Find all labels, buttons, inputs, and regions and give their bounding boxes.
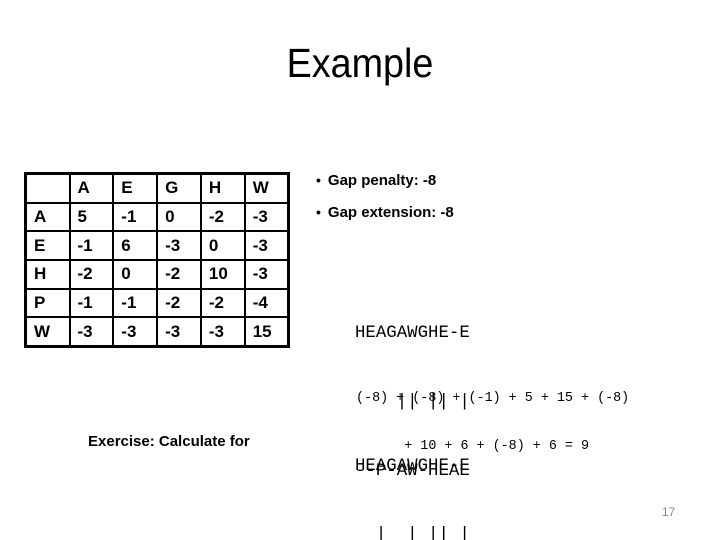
- bullet-icon: •: [316, 172, 321, 188]
- bullet-item: • Gap extension: -8: [316, 204, 454, 222]
- matrix-row-label: E: [24, 230, 71, 261]
- matrix-cell: -1: [68, 230, 115, 261]
- matrix-cell: -3: [156, 316, 202, 348]
- matrix-header-cell: W: [243, 172, 290, 204]
- matrix-header-row: A E G H W: [24, 172, 290, 204]
- matrix-cell: 15: [243, 316, 290, 348]
- score-line-1: (-8) + (-8) + (-1) + 5 + 15 + (-8): [356, 391, 630, 406]
- matrix-cell: -2: [199, 201, 246, 233]
- matrix-cell: -1: [112, 201, 159, 233]
- alignment1-sequence-bottom: --P-AW-HEAE: [355, 462, 470, 481]
- matrix-row: W -3 -3 -3 -3 15: [24, 316, 290, 348]
- bullet-list: • Gap penalty: -8 • Gap extension: -8: [316, 172, 454, 236]
- matrix-cell: -3: [156, 230, 202, 261]
- slide-title: Example: [286, 40, 434, 86]
- matrix-row-label: H: [24, 258, 71, 290]
- score-calculation: (-8) + (-8) + (-1) + 5 + 15 + (-8) + 10 …: [356, 359, 629, 487]
- matrix-cell: -2: [68, 258, 115, 290]
- matrix-header-cell: A: [68, 172, 115, 204]
- bullet-label: Gap extension: -8: [327, 204, 454, 221]
- matrix-header-cell: G: [156, 172, 202, 204]
- matrix-cell: -2: [156, 287, 202, 319]
- matrix-header-cell: E: [112, 172, 159, 204]
- alignment-block-1: HEAGAWGHE-E || || | --P-AW-HEAE: [355, 276, 470, 529]
- matrix-cell: 0: [112, 258, 159, 290]
- matrix-cell: 0: [199, 230, 246, 261]
- matrix-cell: -3: [112, 316, 159, 348]
- matrix-row: E -1 6 -3 0 -3: [24, 230, 290, 261]
- alignment1-sequence-top: HEAGAWGHE-E: [355, 324, 470, 343]
- substitution-matrix-table: A E G H W A 5 -1 0 -2 -3 E -1 6 -3 0 -3: [24, 172, 290, 348]
- matrix-cell: 10: [199, 258, 246, 290]
- bullet-item: • Gap penalty: -8: [316, 172, 454, 190]
- matrix-row-label: P: [24, 287, 71, 319]
- matrix-corner-cell: [24, 172, 71, 204]
- bullet-label: Gap penalty: -8: [327, 172, 437, 189]
- matrix-row-label: W: [24, 316, 71, 348]
- matrix-row: H -2 0 -2 10 -3: [24, 258, 290, 290]
- matrix-cell: -2: [199, 287, 246, 319]
- alignment-block-2: HEAGAWGHE-E | | || | P-A--W-HEAE: [355, 409, 470, 540]
- matrix-row: P -1 -1 -2 -2 -4: [24, 287, 290, 319]
- matrix-cell: -4: [243, 287, 290, 319]
- matrix-cell: -1: [112, 287, 159, 319]
- matrix-cell: -3: [199, 316, 246, 348]
- matrix-cell: -3: [243, 230, 290, 261]
- alignment1-match-bars: || || |: [355, 393, 470, 412]
- matrix-row: A 5 -1 0 -2 -3: [24, 201, 290, 233]
- matrix-cell: 6: [112, 230, 159, 261]
- matrix-cell: -3: [68, 316, 115, 348]
- matrix-row-label: A: [24, 201, 71, 233]
- score-line-2: + 10 + 6 + (-8) + 6 = 9: [356, 439, 590, 454]
- page-number: 17: [662, 505, 676, 519]
- matrix-cell: -1: [68, 287, 115, 319]
- matrix-header-cell: H: [199, 172, 246, 204]
- matrix-cell: -3: [243, 258, 290, 290]
- exercise-label: Exercise: Calculate for: [88, 433, 250, 450]
- alignment2-sequence-top: HEAGAWGHE-E: [355, 457, 470, 476]
- alignment2-match-bars: | | || |: [355, 526, 470, 540]
- matrix-cell: 5: [68, 201, 115, 233]
- matrix-cell: -2: [156, 258, 202, 290]
- matrix-cell: 0: [156, 201, 202, 233]
- matrix-cell: -3: [243, 201, 290, 233]
- bullet-icon: •: [316, 204, 321, 220]
